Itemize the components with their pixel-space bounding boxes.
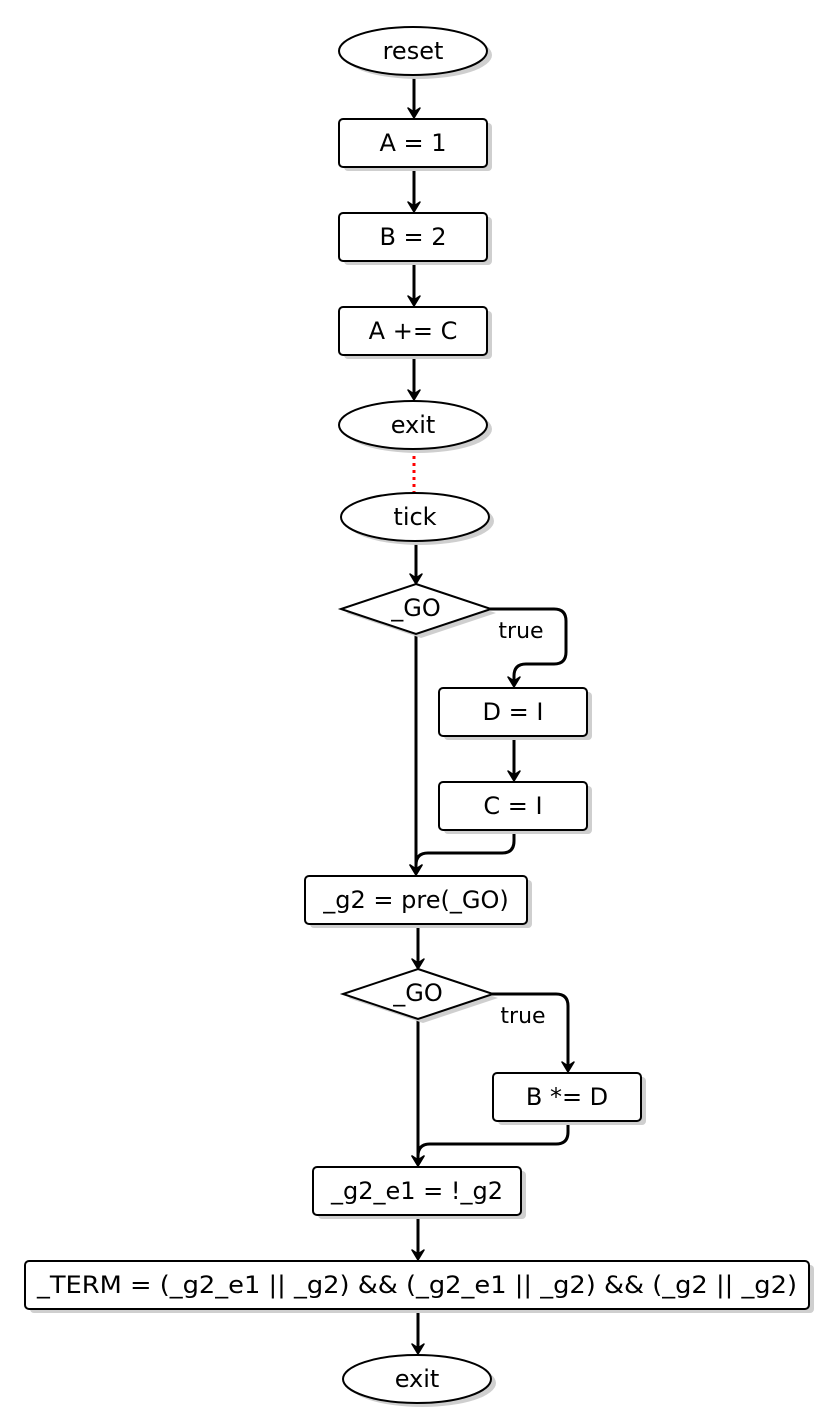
cond2-true-label: true	[500, 1004, 545, 1029]
g2e1-assign-label: _g2_e1 = !_g2	[330, 1177, 503, 1205]
exit-node-1: exit	[338, 400, 492, 453]
assign-d-label: D = I	[483, 698, 544, 726]
go-decision-label-2: _GO	[392, 979, 443, 1007]
add-a-node: A += C	[338, 306, 492, 359]
go-decision-node-1: _GO	[337, 582, 496, 638]
go-decision-node-2: _GO	[339, 967, 498, 1023]
edge-mulb-to-g2e1	[411, 1121, 570, 1167]
g2-assign-label: _g2 = pre(_GO)	[322, 886, 508, 914]
tick-start-node: tick	[340, 492, 494, 545]
assign-d-node: D = I	[438, 687, 592, 740]
mul-b-label: B *= D	[526, 1083, 608, 1111]
add-a-label: A += C	[369, 317, 458, 345]
cond1-true-label: true	[498, 619, 543, 644]
g2-assign-node: _g2 = pre(_GO)	[304, 875, 532, 928]
assign-c-node: C = I	[438, 781, 592, 834]
g2e1-assign-node: _g2_e1 = !_g2	[312, 1166, 526, 1219]
exit-label-2: exit	[395, 1365, 440, 1393]
reset-start-node: reset	[338, 26, 492, 79]
edges	[407, 75, 575, 1355]
mul-b-node: B *= D	[492, 1072, 646, 1125]
term-assign-label: _TERM = (_g2_e1 || _g2) && (_g2_e1 || _g…	[36, 1271, 797, 1299]
assign-a-label: A = 1	[379, 129, 446, 157]
term-assign-node: _TERM = (_g2_e1 || _g2) && (_g2_e1 || _g…	[24, 1260, 814, 1313]
tick-label: tick	[393, 503, 436, 531]
edge-cond1-true-to-d	[488, 607, 568, 688]
assign-b-node: B = 2	[338, 212, 492, 265]
go-decision-label-1: _GO	[390, 594, 441, 622]
assign-a-node: A = 1	[338, 118, 492, 171]
reset-label: reset	[383, 37, 444, 65]
assign-b-label: B = 2	[379, 223, 446, 251]
edge-c-to-g2	[409, 830, 516, 876]
exit-label-1: exit	[391, 411, 436, 439]
exit-node-2: exit	[342, 1354, 496, 1407]
assign-c-label: C = I	[483, 792, 542, 820]
edge-cond2-true-to-mulb	[491, 992, 575, 1073]
